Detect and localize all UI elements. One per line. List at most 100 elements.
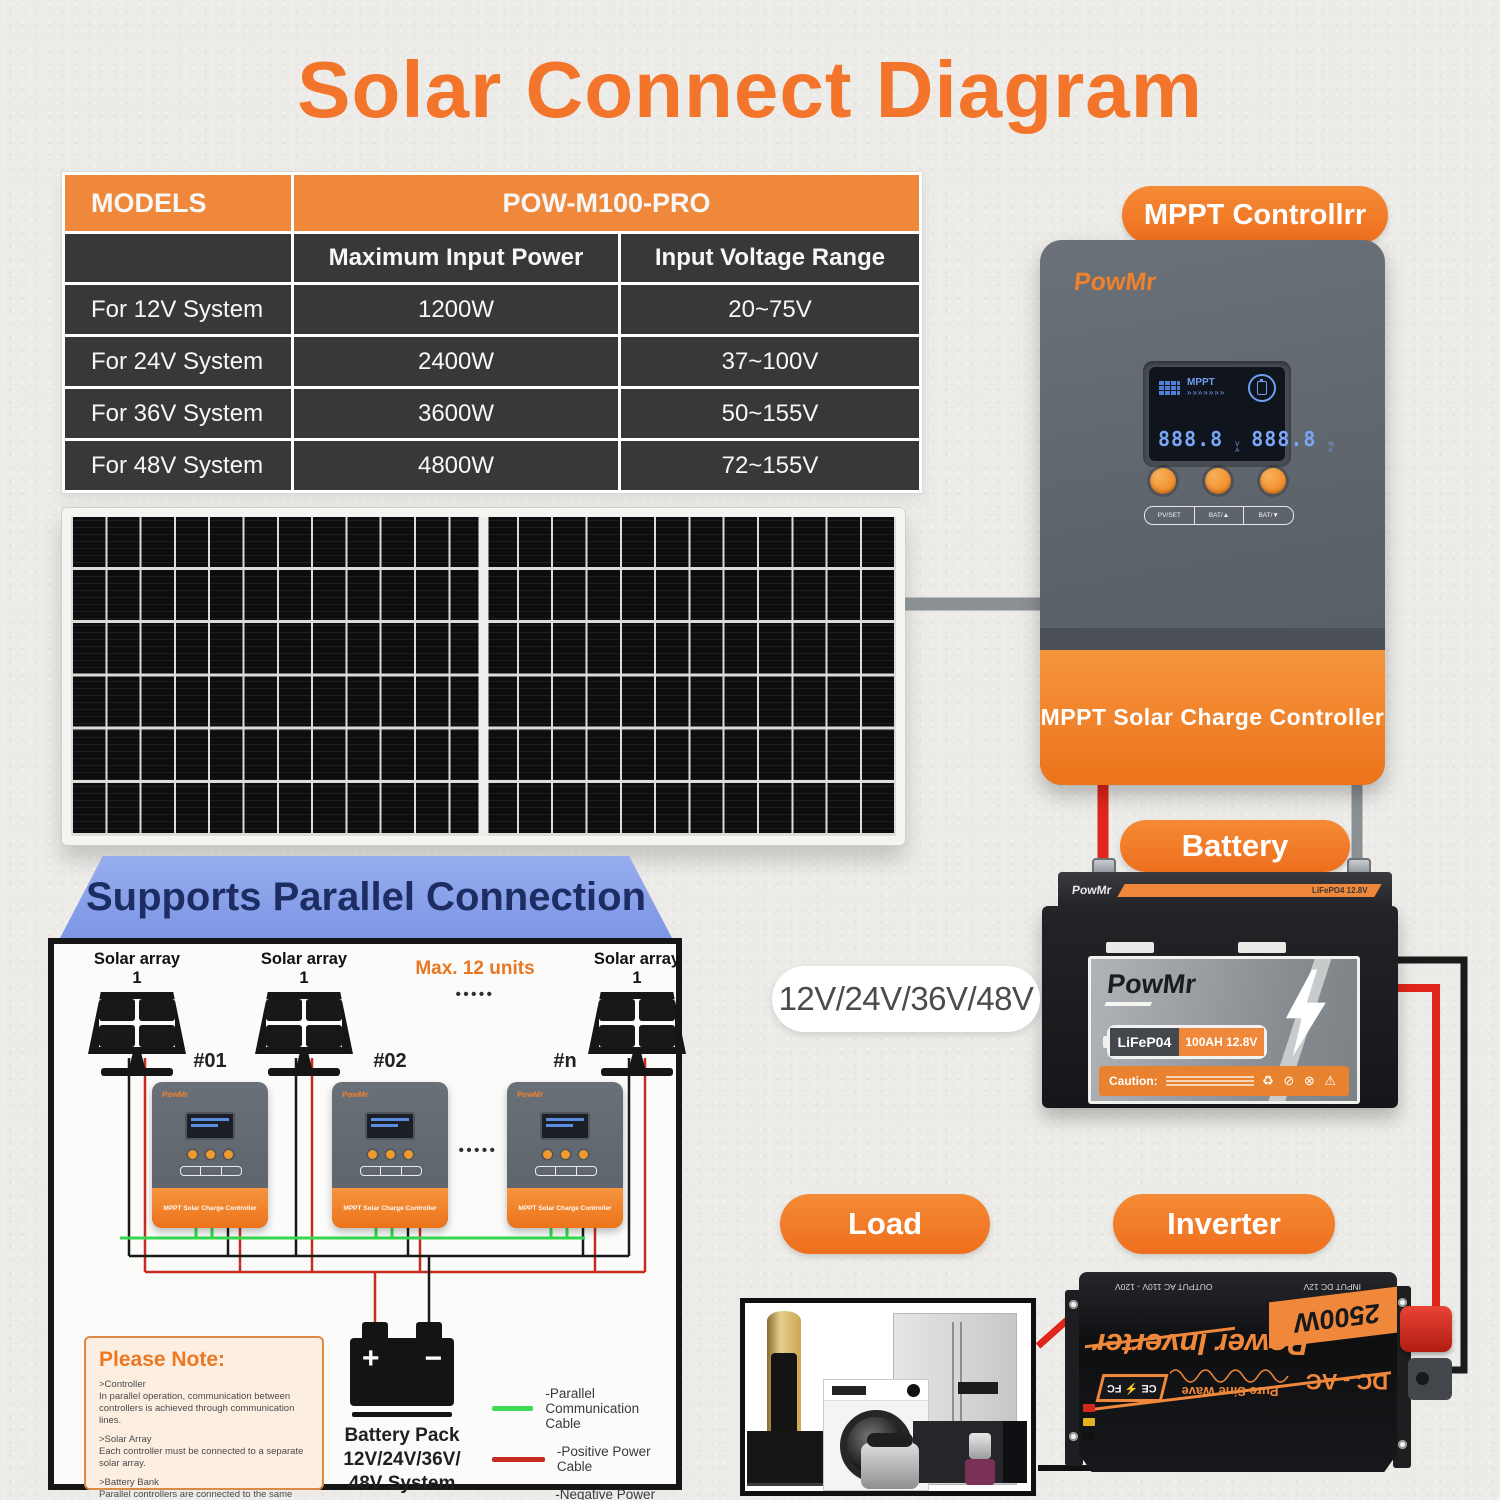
powmr-logo: PowMr — [341, 1090, 369, 1099]
spec-table: MODELS POW-M100-PRO Maximum Input Power … — [62, 172, 922, 493]
table-row-power: 1200W — [294, 285, 618, 334]
battery-lid-spec: LiFePO4 12.8V — [1312, 885, 1368, 895]
mini-buttons-pill — [180, 1166, 242, 1176]
lcd-arrows: »»»»»»» — [1187, 388, 1226, 397]
mini-footer-text: MPPT Solar Charge Controller — [163, 1204, 257, 1212]
powmr-logo: PowMr — [516, 1090, 544, 1099]
mppt-controller-callout-text: MPPT Controllrr — [1143, 198, 1367, 231]
battery-lid-swoosh: LiFePO4 12.8V — [1117, 883, 1382, 897]
lcd-mppt-label: MPPT — [1187, 377, 1215, 388]
battery-slot — [1238, 942, 1286, 953]
minus-sign: − — [424, 1342, 442, 1375]
table-row-voltage: 37~100V — [621, 337, 919, 386]
legend-line-red — [492, 1456, 545, 1462]
solar-array-1: Solar array 1 — [88, 950, 186, 1076]
inverter-wave-group: Pure Sine Wave — [1155, 1368, 1305, 1399]
solar-array-label: Solar array 1 — [593, 950, 681, 987]
lightning-bolt-icon — [1285, 969, 1326, 1057]
note-item-title: >Controller — [99, 1379, 146, 1390]
controller-seam — [1040, 628, 1385, 650]
inverter-flange-left — [1065, 1290, 1083, 1466]
mini-buttons-pill — [535, 1166, 597, 1176]
mini-footer-text: MPPT Solar Charge Controller — [343, 1204, 437, 1212]
inverter-wave-text: Pure Sine Wave — [1181, 1384, 1279, 1399]
mini-footer-text: MPPT Solar Charge Controller — [518, 1204, 612, 1212]
ellipsis-dots: ••••• — [455, 986, 495, 1003]
dc-terminal-black — [1083, 1432, 1095, 1440]
mini-controller-02: PowMr MPPT Solar Charge Controller — [332, 1082, 448, 1228]
mini-buttons — [152, 1150, 268, 1159]
mini-footer: MPPT Solar Charge Controller — [152, 1188, 268, 1228]
controller-button-bat-up[interactable] — [1205, 468, 1231, 494]
button-label-pvset: PV/SET — [1145, 507, 1195, 524]
tv-shape — [747, 1431, 835, 1486]
battery-chemistry-chip: LiFeP04 100AH 12.8V — [1103, 1025, 1267, 1059]
inverter-callout: Inverter — [1113, 1194, 1335, 1254]
controller-button-pvset[interactable] — [1150, 468, 1176, 494]
powmr-logo: PowMr — [161, 1090, 189, 1099]
tower-pc-shape — [1003, 1421, 1027, 1483]
battery-pack-base — [352, 1412, 452, 1417]
inverter-negative-terminal — [1408, 1358, 1452, 1400]
spec-table-subheader-power: Maximum Input Power — [294, 234, 618, 282]
parallel-banner: Supports Parallel Connection — [60, 856, 672, 938]
solar-array-label: Solar array 1 — [93, 950, 181, 987]
dc-terminal-yellow — [1083, 1418, 1095, 1426]
battery-voltage-pill: 12V/24V/36V/48V — [772, 966, 1040, 1032]
inverter-io-text: INPUT DC 12V OUTPUT AC 110V - 120V — [1115, 1282, 1361, 1292]
spec-table-blank-cell — [65, 234, 291, 282]
battery-pack-label: Battery Pack 12V/24V/36V/ 48V System — [310, 1424, 494, 1496]
note-item-solar-array: >Solar Array Each controller must be con… — [99, 1434, 309, 1470]
battery-pack-label-line: 12V/24V/36V/ — [343, 1449, 461, 1470]
battery-callout: Battery — [1120, 820, 1350, 872]
battery-capacity: 100AH 12.8V — [1178, 1028, 1264, 1056]
ellipsis-dots: ••••• — [458, 1142, 498, 1159]
lcd-solar-icon — [1158, 380, 1180, 396]
legend-line-green — [492, 1406, 534, 1411]
table-row-voltage: 50~155V — [621, 389, 919, 438]
mppt-controller-callout: MPPT Controllrr — [1122, 186, 1388, 244]
cable-legend: -Parallel Communication Cable -Positive … — [492, 1386, 678, 1500]
unit-label-n: #n — [553, 1050, 577, 1072]
lcd-battery-icon — [1248, 374, 1276, 402]
spec-table-product-header: POW-M100-PRO — [294, 175, 919, 231]
load-callout: Load — [780, 1194, 990, 1254]
lcd-digits-left: 888.8 — [1158, 427, 1224, 451]
inverter-name: Power Inverter — [1093, 1327, 1309, 1362]
table-row-power: 2400W — [294, 337, 618, 386]
screw-icon — [1069, 1432, 1078, 1441]
controller-button-bat-down[interactable] — [1260, 468, 1286, 494]
battery-pack-label-line: Battery Pack — [344, 1425, 460, 1446]
inverter-mode: DC - AC — [1305, 1369, 1389, 1394]
screw-icon — [1398, 1440, 1407, 1449]
battery-pack-terminal-positive — [362, 1322, 388, 1338]
mini-lcd — [540, 1112, 590, 1140]
dc-terminal-red — [1083, 1404, 1095, 1412]
page-title: Solar Connect Diagram — [297, 45, 1203, 134]
table-row-model: For 12V System — [65, 285, 291, 334]
table-row-power: 4800W — [294, 441, 618, 490]
controller-footer-text: MPPT Solar Charge Controller — [1040, 704, 1385, 730]
spec-table-models-header: MODELS — [65, 175, 291, 231]
mini-footer: MPPT Solar Charge Controller — [507, 1188, 623, 1228]
caution-fine-print — [1165, 1076, 1255, 1086]
wire-battery-to-inverter-positive — [1396, 984, 1440, 1316]
caution-icons: ♻ ⊘ ⊗ ⚠ — [1262, 1073, 1339, 1088]
battery-lid-brand: PowMr — [1071, 883, 1113, 897]
battery-voltage-text: 12V/24V/36V/48V — [778, 980, 1034, 1017]
mini-lcd — [365, 1112, 415, 1140]
controller-button-labels: PV/SET BAT/▲ BAT/▼ — [1144, 506, 1294, 525]
note-item-title: >Battery Bank — [99, 1477, 159, 1488]
battery-callout-text: Battery — [1181, 828, 1289, 863]
legend-label: -Negative Power Cable — [555, 1487, 656, 1500]
battery-caution-strip: Caution: ♻ ⊘ ⊗ ⚠ — [1099, 1066, 1349, 1096]
battery-brand: PowMr — [1105, 969, 1198, 1006]
table-row-voltage: 72~155V — [621, 441, 919, 490]
battery-pack-icon: + − — [350, 1338, 454, 1406]
inverter-output-rating: OUTPUT AC 110V - 120V — [1115, 1282, 1213, 1292]
solar-array-icon — [255, 992, 353, 1054]
